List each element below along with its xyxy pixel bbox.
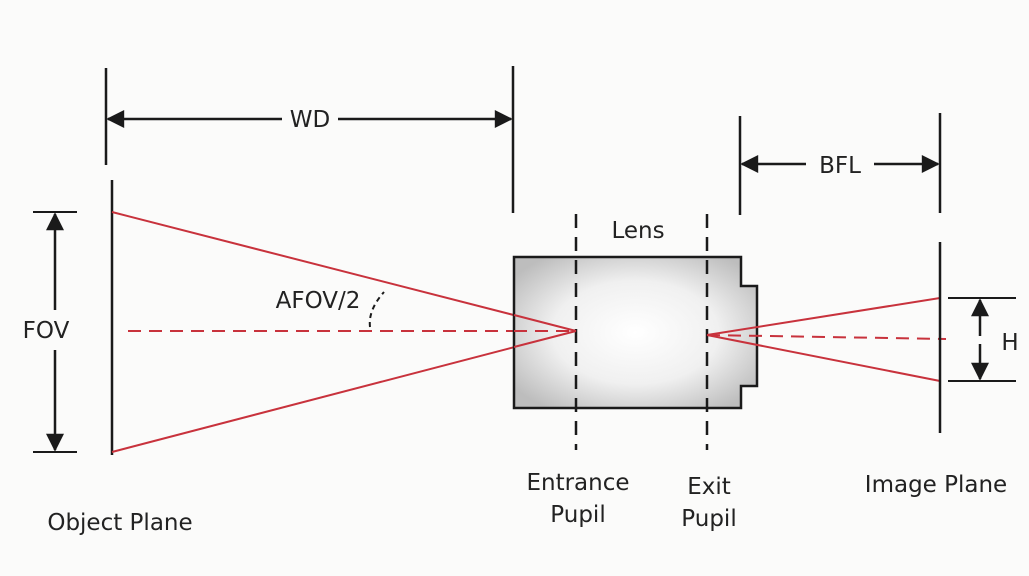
object-plane-label: Object Plane (47, 510, 192, 536)
object-ray-bottom (111, 330, 577, 453)
bfl-label: BFL (819, 153, 861, 179)
exit-pupil-label-line2: Pupil (681, 506, 736, 532)
object-ray-top (111, 211, 577, 332)
lens-ray-in-top (513, 314, 577, 332)
image-ray-top (706, 297, 941, 336)
fov-label: FOV (23, 318, 70, 344)
exit-pupil-label-line1: Exit (687, 474, 731, 500)
lens-label: Lens (611, 218, 664, 244)
wd-label: WD (290, 107, 330, 133)
afov-angle-arc (368, 291, 385, 328)
entrance-pupil-label-line2: Pupil (550, 502, 605, 528)
lens-ray-in-bottom (513, 330, 577, 348)
image-ray-bottom (706, 334, 941, 382)
h-label: H (1001, 330, 1018, 356)
entrance-pupil-label-line1: Entrance (526, 470, 629, 496)
afov-label: AFOV/2 (276, 288, 361, 314)
image-plane-label: Image Plane (865, 472, 1007, 498)
image-axis-dashed (706, 334, 947, 340)
